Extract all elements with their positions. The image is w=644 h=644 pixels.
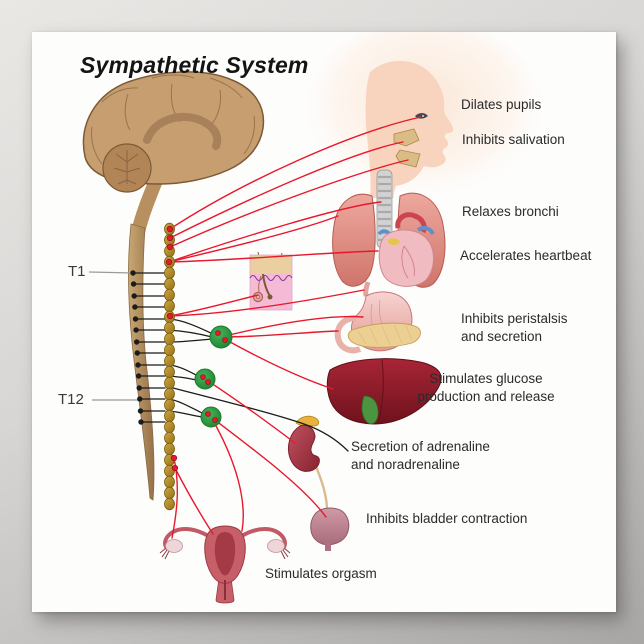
gallbladder	[361, 395, 379, 425]
label-secretion-adrenaline: Secretion of adrenaline and noradrenalin…	[351, 439, 490, 472]
t1-pointer-line	[88, 271, 133, 274]
sympathetic-system-poster: Sympathetic System T1 T12 Dilates pupils…	[32, 32, 616, 612]
sympathetic-nerves	[168, 116, 422, 539]
spinal-cord	[128, 223, 155, 501]
label-inhibits-peristalsis: Inhibits peristalsis and secretion	[461, 311, 568, 344]
fimbriae-right	[280, 547, 291, 560]
duodenum	[334, 315, 362, 354]
uterus	[159, 525, 291, 604]
dermis-boundary	[249, 274, 293, 282]
corpus-callosum	[143, 112, 222, 150]
cardiac-fat	[388, 238, 400, 245]
anatomy-diagram	[82, 32, 542, 604]
urinary-bladder	[310, 507, 350, 551]
chain-synapses	[165, 225, 179, 472]
fimbriae-left	[159, 547, 170, 560]
coronary-vessels	[401, 245, 415, 279]
brain	[82, 71, 265, 234]
prevertebral-ganglia	[194, 325, 233, 428]
heart	[377, 212, 435, 287]
adrenal-fiber	[172, 387, 349, 452]
label-stimulates-glucose: Stimulates glucose production and releas…	[417, 371, 555, 404]
label-dilates-pupils: Dilates pupils	[461, 97, 542, 112]
spinal-nerve-roots	[130, 270, 144, 425]
t12-label: T12	[58, 391, 84, 408]
label-inhibits-salivation: Inhibits salivation	[462, 132, 565, 147]
ovary-right	[267, 539, 285, 553]
label-relaxes-bronchi: Relaxes bronchi	[462, 204, 559, 219]
ovary-left	[165, 539, 183, 553]
poster-title: Sympathetic System	[80, 52, 309, 78]
liver	[326, 358, 442, 425]
adrenal-gland	[295, 415, 320, 427]
label-inhibits-bladder: Inhibits bladder contraction	[366, 511, 528, 526]
salivary-gland-lower	[395, 149, 421, 168]
eye-highlight	[422, 115, 424, 117]
label-stimulates-orgasm: Stimulates orgasm	[265, 566, 377, 581]
skin-section	[249, 251, 293, 311]
esophagus	[363, 281, 371, 297]
salivary-gland-upper	[393, 128, 420, 147]
t1-label: T1	[68, 263, 86, 280]
pancreas	[347, 322, 421, 348]
sweat-gland	[252, 291, 264, 303]
pulmonary-vessel	[416, 225, 435, 236]
superior-mesenteric-ganglion	[194, 368, 216, 390]
hair-follicle	[262, 273, 271, 297]
left-lung	[332, 193, 376, 287]
label-accelerates-heartbeat: Accelerates heartbeat	[460, 248, 592, 263]
inferior-mesenteric-ganglion	[200, 406, 222, 428]
celiac-ganglion	[209, 325, 233, 349]
